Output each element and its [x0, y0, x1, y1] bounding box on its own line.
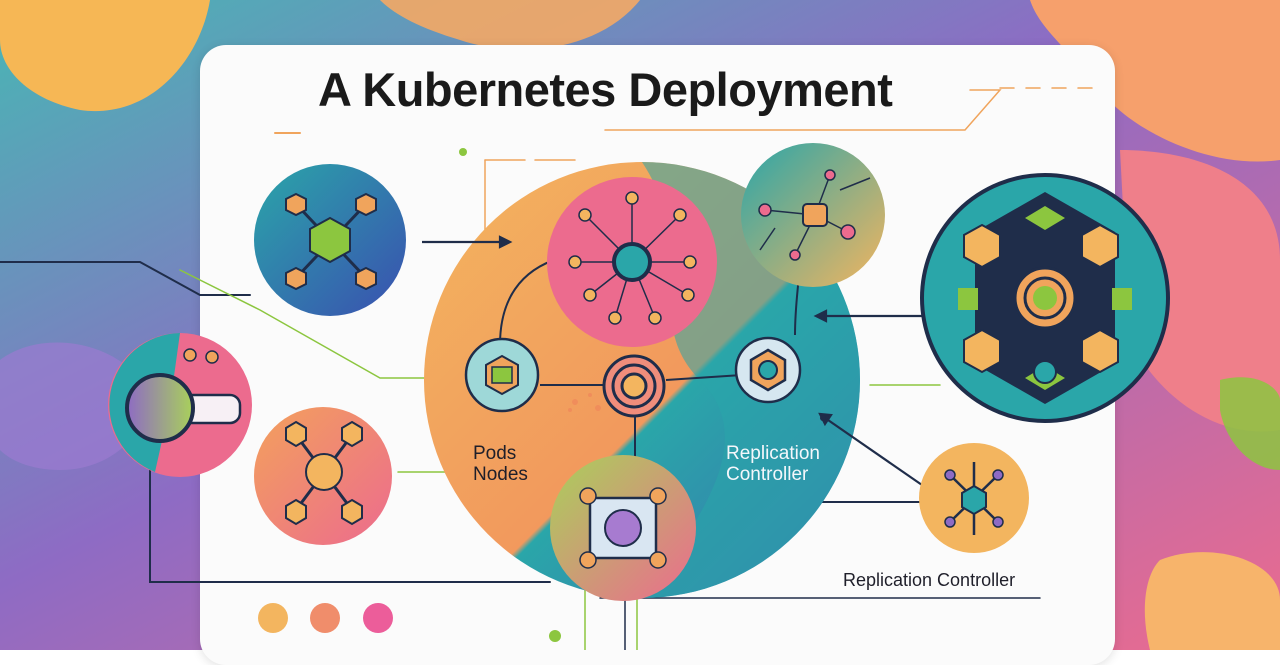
replication-icon — [734, 336, 802, 404]
deployment-hub-icon — [920, 173, 1170, 423]
replication-controller-label-line1: Replication — [726, 443, 820, 464]
replication-controller-caption: Replication Controller — [843, 570, 1016, 590]
pod-icon — [464, 337, 540, 413]
decorative-dots — [258, 148, 826, 642]
replica-icon — [919, 443, 1029, 553]
service-ring-icon — [602, 354, 666, 418]
cluster-node-icon — [254, 164, 406, 316]
nodes-label: Nodes — [473, 464, 528, 485]
scaling-toggle-icon — [108, 333, 252, 477]
pods-label: Pods — [473, 443, 517, 464]
node-circle — [550, 455, 696, 601]
diagram-title: A Kubernetes Deployment — [318, 63, 893, 116]
kubernetes-diagram — [0, 87, 1170, 650]
replication-controller-label-line2: Controller — [726, 464, 809, 485]
pod-cluster-circle — [547, 177, 717, 347]
controller-node-circle — [741, 143, 885, 287]
arrows — [422, 235, 925, 486]
pods-network-icon — [254, 407, 392, 545]
